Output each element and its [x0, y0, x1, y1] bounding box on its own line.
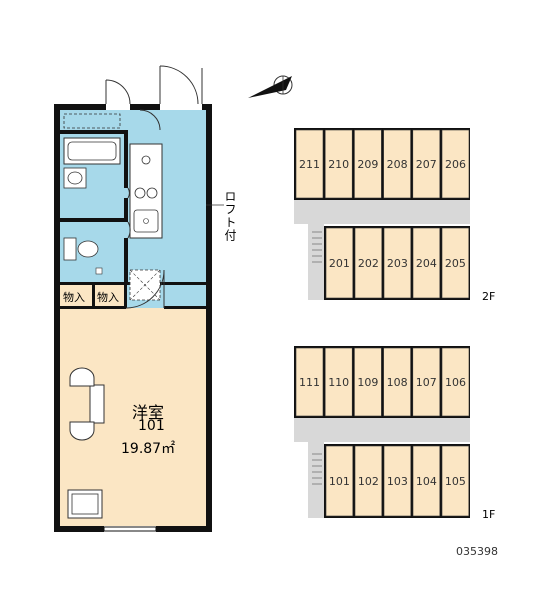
unit-number: 204 [416, 257, 437, 270]
unit-number: 109 [357, 376, 378, 389]
unit-cell [295, 347, 324, 417]
unit-cell [354, 445, 383, 517]
building-2f-upper [294, 128, 470, 200]
unit-cell [412, 129, 441, 199]
unit-cell [325, 227, 354, 299]
unit-cell [441, 445, 470, 517]
floor-label-1f: 1F [482, 508, 496, 521]
unit-cell [383, 445, 412, 517]
unit-number: 108 [387, 376, 408, 389]
unit-number: 107 [416, 376, 437, 389]
closet-label: 物入 [97, 291, 119, 304]
washer-area [60, 110, 126, 132]
unit-cell [324, 129, 353, 199]
toilet [63, 237, 77, 261]
stair-corridor [308, 418, 324, 518]
unit-number: 207 [416, 158, 437, 171]
desk [89, 384, 105, 424]
unit-cell [441, 129, 470, 199]
unit-number: 105 [445, 475, 466, 488]
room-number: 101 [138, 418, 165, 434]
stove-burner-icon [134, 187, 146, 199]
furniture-box [67, 489, 103, 519]
unit-cell [412, 347, 441, 417]
unit-number: 111 [299, 376, 320, 389]
unit-number: 206 [445, 158, 466, 171]
unit-cell [383, 129, 411, 199]
building-1f-upper [294, 346, 470, 418]
compass-icon [248, 75, 293, 98]
exterior-walls [54, 104, 212, 532]
unit-cell [354, 347, 382, 417]
unit-number: 211 [299, 158, 320, 171]
unit-cell [383, 227, 412, 299]
unit-number: 106 [445, 376, 466, 389]
unit-cell [354, 129, 382, 199]
floor-label-2f: 2F [482, 290, 496, 303]
room-name: 洋室 [132, 403, 165, 422]
chair-icon [69, 367, 95, 387]
site-plan-1f: 111 110 109 108 107 106 101 102 103 104 105 [294, 346, 470, 518]
site-plan-2f: 211 210 209 208 207 206 201 202 203 204 205 [294, 128, 470, 300]
stairs [312, 231, 322, 263]
room-area: 19.87㎡ [121, 441, 176, 457]
unit-number: 103 [387, 475, 408, 488]
doors [105, 65, 203, 309]
kitchen-sink [133, 209, 159, 233]
unit-cell [412, 227, 441, 299]
unit-number: 202 [358, 257, 379, 270]
unit-cell [354, 227, 383, 299]
unit-cell [441, 227, 470, 299]
unit-number: 102 [358, 475, 379, 488]
loft-label: ロフト付 [223, 190, 237, 242]
unit-number: 205 [445, 257, 466, 270]
reference-code: 035398 [456, 545, 498, 558]
stove-burner-icon [146, 187, 158, 199]
unit-cell [295, 129, 324, 199]
unit-cell [325, 445, 354, 517]
unit-floorplan [54, 65, 224, 532]
closet-label: 物入 [63, 291, 85, 304]
chair-icon [69, 421, 95, 441]
unit-number: 110 [328, 376, 349, 389]
unit-number: 101 [329, 475, 350, 488]
unit-number: 209 [357, 158, 378, 171]
unit-number: 210 [328, 158, 349, 171]
stairs [312, 453, 322, 485]
unit-cell [383, 347, 411, 417]
unit-number: 201 [329, 257, 350, 270]
washer-pan [63, 113, 121, 129]
unit-number: 208 [387, 158, 408, 171]
unit-number: 203 [387, 257, 408, 270]
unit-cell [441, 347, 470, 417]
unit-cell [412, 445, 441, 517]
window [103, 526, 157, 532]
unit-number: 104 [416, 475, 437, 488]
unit-cell [324, 347, 353, 417]
